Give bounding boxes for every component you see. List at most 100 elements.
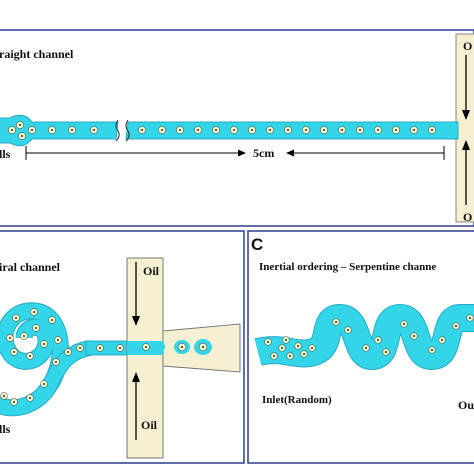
cell-nucleus	[384, 350, 388, 354]
cell-nucleus	[50, 128, 54, 132]
cell-nucleus	[2, 394, 6, 398]
panel-a-oil-label-bottom: O	[463, 210, 472, 224]
panel-c-letter-bg	[249, 232, 269, 252]
cell-nucleus	[14, 316, 18, 320]
cell-nucleus	[412, 128, 416, 132]
cell-nucleus	[28, 396, 32, 400]
cell-nucleus	[394, 128, 398, 132]
cell-nucleus	[50, 318, 54, 322]
cell-nucleus	[440, 338, 444, 342]
cell-nucleus	[346, 328, 350, 332]
cell-nucleus	[180, 345, 184, 349]
panel-b-outlet-channel	[85, 340, 133, 356]
cell-nucleus	[334, 320, 338, 324]
cell-nucleus	[30, 128, 34, 132]
cell-nucleus	[358, 128, 362, 132]
cell-nucleus	[430, 348, 434, 352]
cell-nucleus	[304, 128, 308, 132]
cell-nucleus	[42, 382, 46, 386]
panel-b-oil-label-bottom: Oil	[141, 418, 158, 432]
panel-b-outlet-channel-connector-fill	[43, 341, 92, 388]
cell-nucleus	[70, 128, 74, 132]
panel-a-cells	[8, 121, 436, 140]
cell-nucleus	[54, 360, 58, 364]
cell-nucleus	[32, 310, 36, 314]
cell-nucleus	[340, 128, 344, 132]
panel-a-title: raight channel	[0, 47, 74, 61]
panel-b-cells-label: lls	[0, 422, 11, 436]
cell-nucleus	[66, 350, 70, 354]
cell-nucleus	[280, 346, 284, 350]
cell-nucleus	[92, 128, 96, 132]
cell-nucleus	[178, 128, 182, 132]
cell-nucleus	[266, 340, 270, 344]
cell-nucleus	[22, 334, 26, 338]
panel-a-frame	[0, 29, 474, 227]
panel-a-dimension-arrowhead-right	[286, 149, 294, 157]
panel-c-frame	[247, 230, 474, 464]
cell-nucleus	[376, 128, 380, 132]
panel-b-title: iral channel	[0, 260, 61, 274]
cell-nucleus	[232, 128, 236, 132]
panel-a-cells-label: lls	[0, 147, 11, 161]
panel-c-inlet-label: Inlet(Random)	[262, 394, 332, 406]
cell-nucleus	[12, 400, 16, 404]
cell-nucleus	[284, 338, 288, 342]
cell-nucleus	[430, 128, 434, 132]
cell-nucleus	[118, 346, 122, 350]
cell-nucleus	[34, 326, 38, 330]
cell-nucleus	[42, 342, 46, 346]
panel-c-outlet-label: Ou	[458, 398, 474, 412]
cell-nucleus	[302, 352, 306, 356]
panel-a-length-label: 5cm	[253, 146, 274, 160]
panel-b-frame	[0, 230, 245, 464]
cell-nucleus	[310, 346, 314, 350]
panel-a-dimension-arrowhead-left	[238, 149, 246, 157]
cell-nucleus	[296, 344, 300, 348]
panel-a-oil-label-top: O	[463, 39, 472, 53]
panel-a-oil-arrowhead-down	[462, 110, 470, 120]
cell-nucleus	[144, 345, 148, 349]
cell-nucleus	[412, 334, 416, 338]
cell-nucleus	[98, 346, 102, 350]
panel-c-letter: C	[251, 235, 263, 254]
panel-a-channel-break-left	[115, 119, 120, 142]
panel-a-channel-break-right	[125, 119, 130, 142]
cell-nucleus	[12, 350, 16, 354]
cell-nucleus	[286, 128, 290, 132]
panel-a-channel-main	[125, 121, 459, 140]
cell-nucleus	[364, 346, 368, 350]
panel-a-channel-inlet-bulb	[0, 114, 119, 147]
panel-b-oil-label-top: Oil	[143, 264, 160, 278]
cell-nucleus	[20, 134, 24, 138]
cell-nucleus	[322, 128, 326, 132]
cell-nucleus	[201, 345, 205, 349]
panel-b-oil-arrowhead-up	[132, 372, 140, 382]
panel-b-droplet	[151, 341, 165, 353]
cell-nucleus	[288, 354, 292, 358]
panel-c-serpentine-channel	[254, 305, 474, 369]
cell-nucleus	[78, 346, 82, 350]
panel-a-oil-channel	[455, 33, 474, 223]
panel-c-cells	[264, 314, 474, 360]
panel-b-cells	[0, 308, 208, 406]
panel-b-oil-arrowhead-down	[132, 316, 140, 326]
panel-c-title: Inertial ordering – Serpentine channe	[259, 261, 436, 273]
cell-nucleus	[214, 128, 218, 132]
cell-nucleus	[10, 128, 14, 132]
cell-nucleus	[140, 128, 144, 132]
cell-nucleus	[160, 128, 164, 132]
cell-nucleus	[454, 324, 458, 328]
cell-nucleus	[468, 316, 472, 320]
cell-nucleus	[376, 338, 380, 342]
cell-nucleus	[196, 128, 200, 132]
cell-nucleus	[268, 128, 272, 132]
cell-nucleus	[272, 354, 276, 358]
panel-a-oil-arrowhead-up	[462, 140, 470, 150]
cell-nucleus	[402, 322, 406, 326]
cell-nucleus	[250, 128, 254, 132]
cell-nucleus	[28, 354, 32, 358]
cell-nucleus	[56, 338, 60, 342]
cell-nucleus	[18, 123, 22, 127]
